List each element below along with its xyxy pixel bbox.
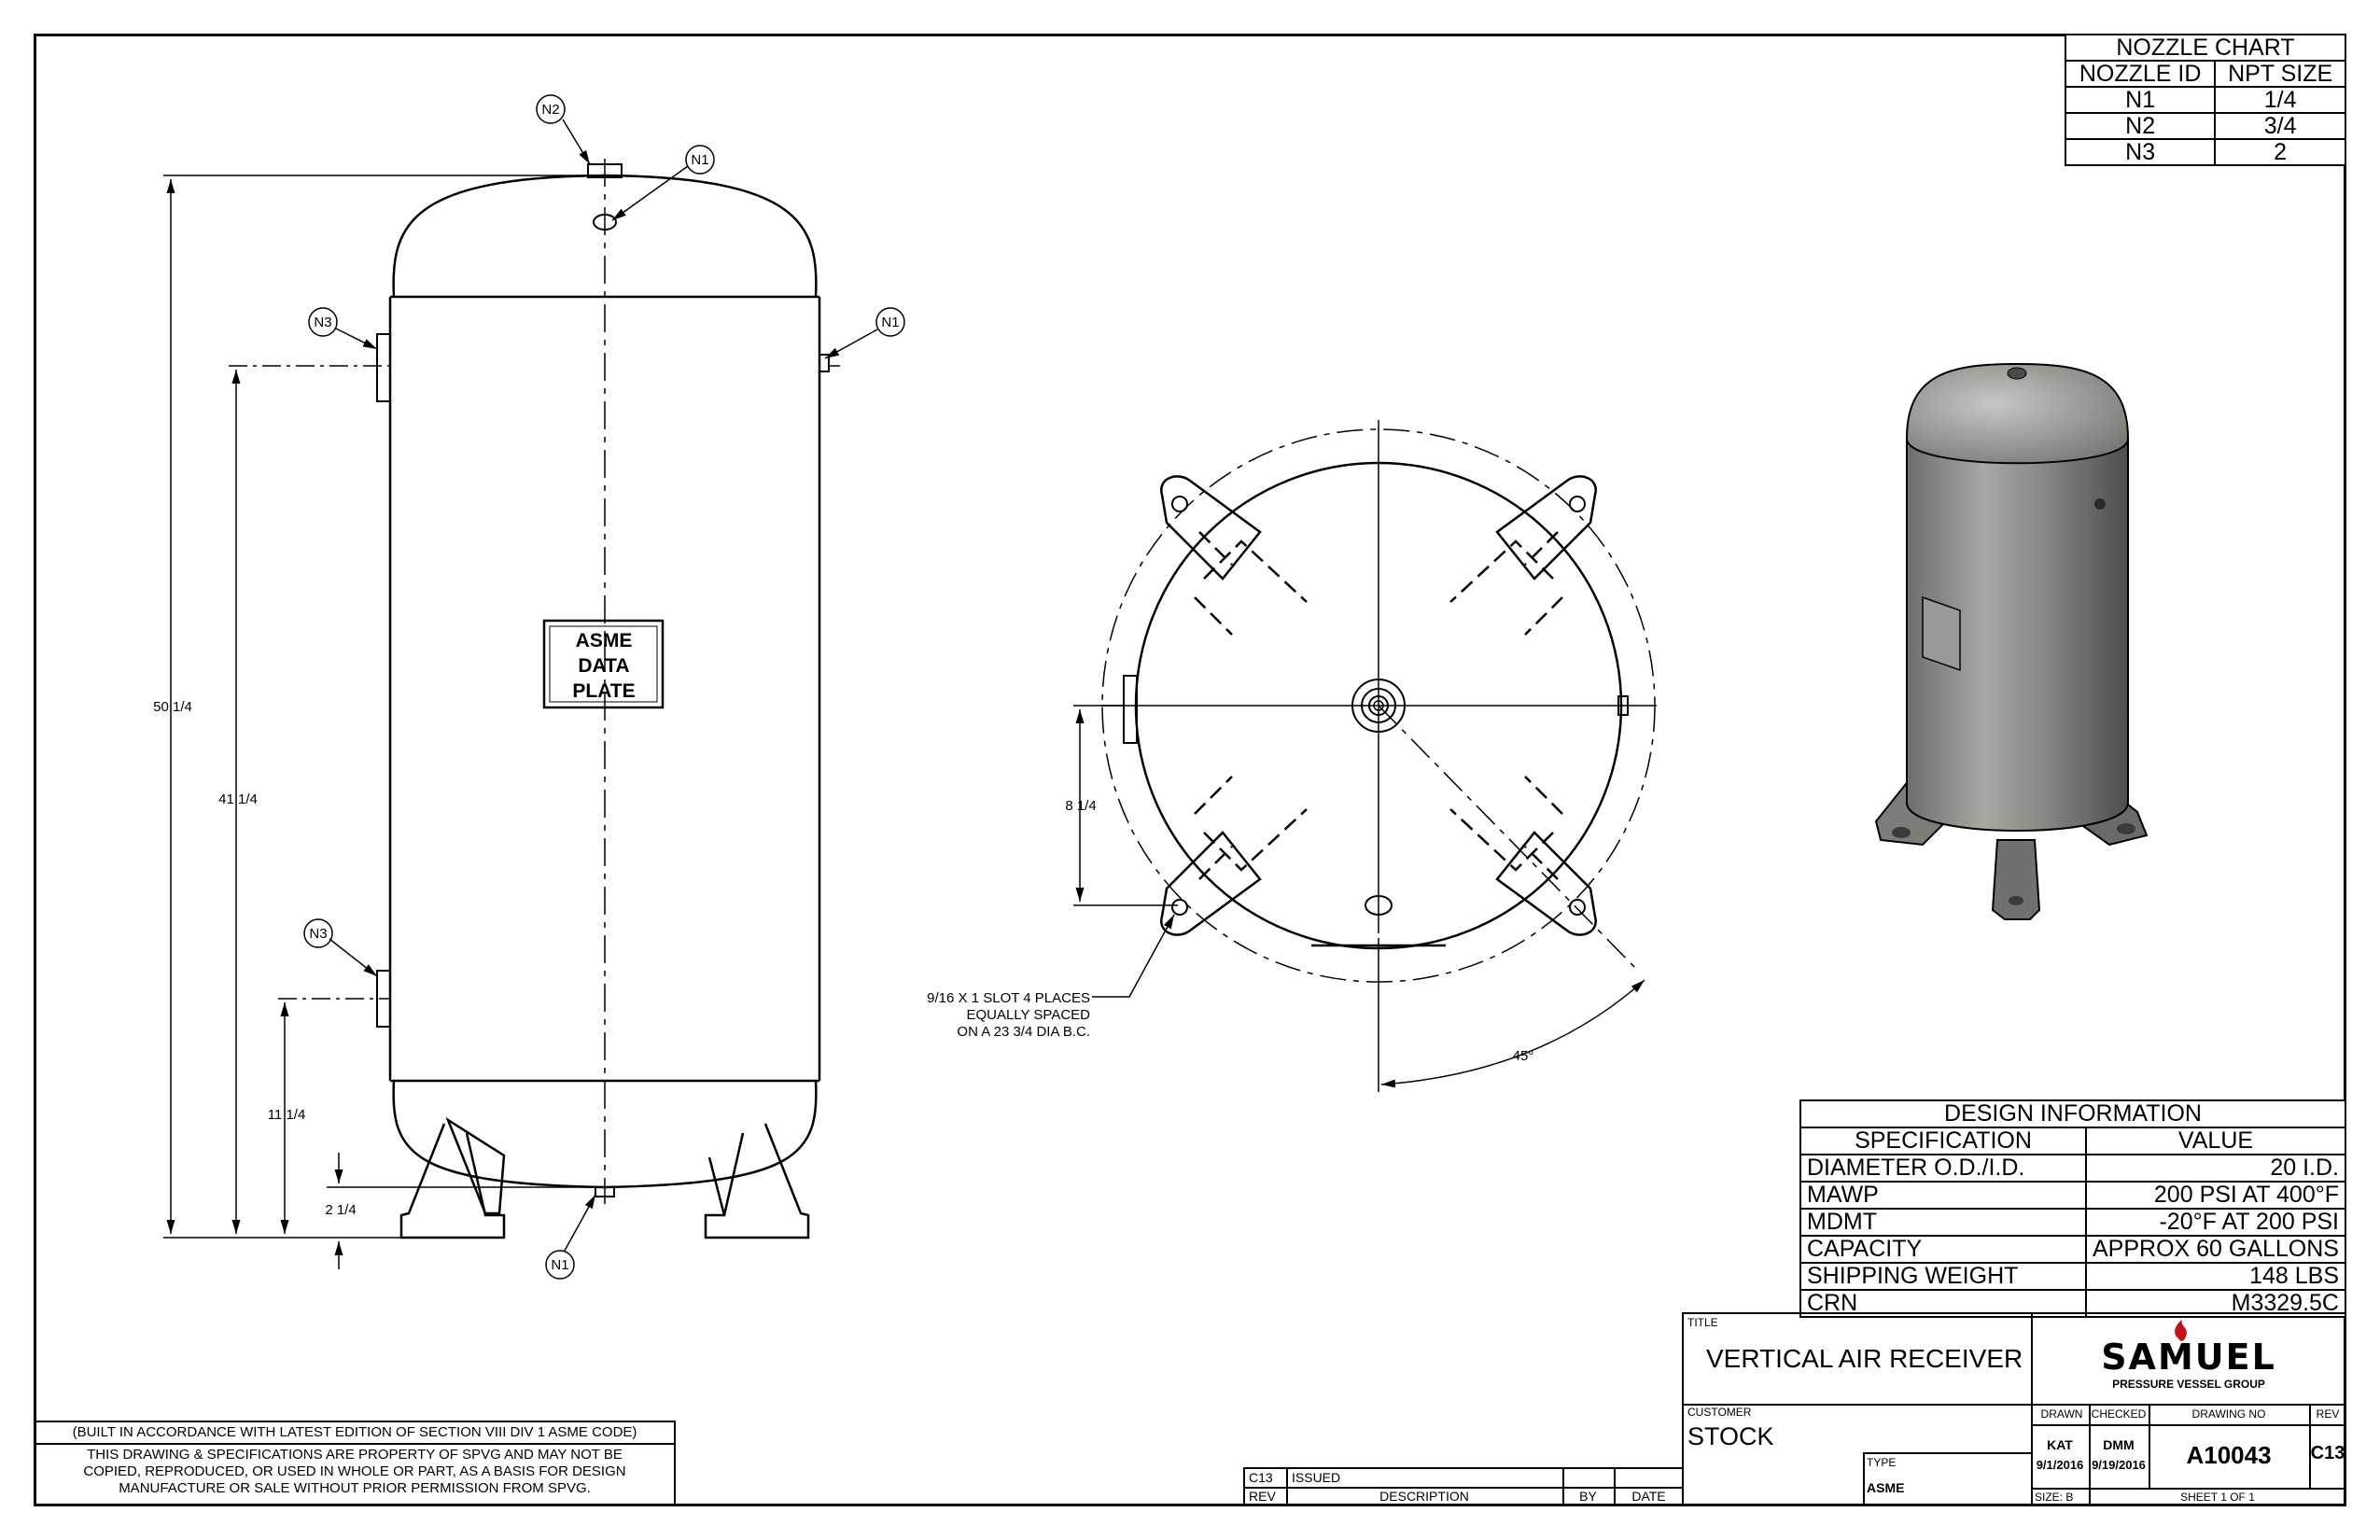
svg-text:ASME: ASME bbox=[576, 630, 633, 651]
nozzle-chart-header-id: NOZZLE ID bbox=[2064, 60, 2217, 88]
revision-header-description: DESCRIPTION bbox=[1379, 1489, 1469, 1504]
callout-n1-bottom: N1 bbox=[551, 1257, 568, 1273]
dim-overall: 50 1/4 bbox=[153, 699, 192, 715]
checked-by: DMM bbox=[2103, 1437, 2135, 1452]
property-note-line-3: MANUFACTURE OR SALE WITHOUT PRIOR PERMIS… bbox=[119, 1480, 591, 1496]
slot-note-line-2: EQUALLY SPACED bbox=[966, 1007, 1090, 1023]
revision-description: ISSUED bbox=[1292, 1470, 1341, 1485]
title-block: TITLE VERTICAL AIR RECEIVER CUSTOMER STO… bbox=[1682, 1312, 2346, 1506]
slot-note-line-3: ON A 23 3/4 DIA B.C. bbox=[957, 1024, 1090, 1040]
revision-header-by: BY bbox=[1579, 1489, 1597, 1504]
dim-upper-nozzle: 41 1/4 bbox=[218, 791, 258, 807]
revision-rev: C13 bbox=[1249, 1470, 1273, 1485]
nozzle-chart: NOZZLE CHART NOZZLE ID NPT SIZE N1 1/4 N… bbox=[2064, 34, 2346, 166]
drawing-no-label: DRAWING NO bbox=[2191, 1407, 2266, 1421]
plan-view bbox=[1073, 420, 1657, 1092]
elevation-callout-labels: N2 N1 N3 N1 N3 N1 bbox=[309, 102, 899, 1273]
table-row: MDMT-20°F AT 200 PSI bbox=[1799, 1208, 2347, 1237]
checked-label: CHECKED bbox=[2091, 1407, 2147, 1421]
drawing-title: VERTICAL AIR RECEIVER bbox=[1706, 1344, 2023, 1373]
dim-leg-clearance: 2 1/4 bbox=[325, 1202, 356, 1218]
nozzle-id-cell: N1 bbox=[2064, 86, 2217, 114]
isometric-render bbox=[1874, 362, 2149, 920]
rev-label: REV bbox=[2316, 1407, 2340, 1421]
table-row: N1 1/4 bbox=[2064, 86, 2346, 114]
rev-value: C13 bbox=[2310, 1443, 2345, 1463]
design-info-header-value: VALUE bbox=[2084, 1127, 2347, 1155]
value-cell: M3329.5C bbox=[2084, 1289, 2347, 1318]
nozzle-size-cell: 1/4 bbox=[2214, 86, 2346, 114]
customer-label: CUSTOMER bbox=[1687, 1406, 1752, 1419]
callout-n1-side: N1 bbox=[881, 315, 899, 330]
logo-subtitle: PRESSURE VESSEL GROUP bbox=[2112, 1378, 2265, 1391]
dim-angle: 45° bbox=[1513, 1048, 1534, 1064]
spec-cell: DIAMETER O.D./I.D. bbox=[1799, 1154, 2087, 1183]
table-row: N3 2 bbox=[2064, 138, 2346, 166]
design-info-header-spec: SPECIFICATION bbox=[1799, 1127, 2087, 1155]
nozzle-id-cell: N2 bbox=[2064, 112, 2217, 140]
nozzle-size-cell: 2 bbox=[2214, 138, 2346, 166]
svg-text:PLATE: PLATE bbox=[572, 680, 635, 702]
callout-n2: N2 bbox=[541, 102, 559, 118]
spec-cell: CAPACITY bbox=[1799, 1235, 2087, 1264]
asme-code-note: (BUILT IN ACCORDANCE WITH LATEST EDITION… bbox=[35, 1422, 674, 1445]
drawing-number: A10043 bbox=[2186, 1441, 2272, 1469]
title-label: TITLE bbox=[1687, 1316, 1718, 1329]
callout-n3-upper: N3 bbox=[314, 315, 331, 330]
table-row: DIAMETER O.D./I.D.20 I.D. bbox=[1799, 1154, 2347, 1183]
drawn-by: KAT bbox=[2047, 1437, 2073, 1452]
slot-note-line-1: 9/16 X 1 SLOT 4 PLACES bbox=[927, 990, 1090, 1006]
dim-nozzle-offset: 8 1/4 bbox=[1065, 798, 1096, 814]
nozzle-chart-header-size: NPT SIZE bbox=[2214, 60, 2346, 88]
notes-box: (BUILT IN ACCORDANCE WITH LATEST EDITION… bbox=[34, 1421, 676, 1506]
type-label: TYPE bbox=[1867, 1456, 1897, 1469]
type-value: ASME bbox=[1867, 1480, 1905, 1495]
revision-block: C13 ISSUED REV DESCRIPTION BY DATE bbox=[1243, 1467, 1684, 1506]
value-cell: -20°F AT 200 PSI bbox=[2084, 1208, 2347, 1237]
value-cell: 20 I.D. bbox=[2084, 1154, 2347, 1183]
sheet-size: SIZE: B bbox=[2035, 1491, 2074, 1504]
nozzle-id-cell: N3 bbox=[2064, 138, 2217, 166]
table-row: N2 3/4 bbox=[2064, 112, 2346, 140]
flame-icon bbox=[2175, 1320, 2187, 1341]
drawn-label: DRAWN bbox=[2040, 1407, 2083, 1421]
dim-lower-nozzle: 11 1/4 bbox=[268, 1107, 306, 1123]
callout-n1-top: N1 bbox=[691, 152, 708, 168]
revision-header-rev: REV bbox=[1249, 1489, 1276, 1504]
property-note-line-1: THIS DRAWING & SPECIFICATIONS ARE PROPER… bbox=[87, 1447, 623, 1463]
design-info-title: DESIGN INFORMATION bbox=[1799, 1099, 2346, 1128]
spec-cell: SHIPPING WEIGHT bbox=[1799, 1262, 2087, 1291]
elevation-view bbox=[163, 94, 905, 1280]
sheet-number: SHEET 1 OF 1 bbox=[2180, 1491, 2255, 1504]
asme-data-plate: ASME DATA PLATE bbox=[572, 630, 635, 702]
callout-n3-lower: N3 bbox=[309, 926, 327, 942]
checked-date: 9/19/2016 bbox=[2092, 1458, 2146, 1472]
spec-cell: MAWP bbox=[1799, 1181, 2087, 1210]
nozzle-size-cell: 3/4 bbox=[2214, 112, 2346, 140]
spec-cell: MDMT bbox=[1799, 1208, 2087, 1237]
company-logo: SAMUEL PRESSURE VESSEL GROUP bbox=[2031, 1314, 2346, 1404]
svg-text:DATA: DATA bbox=[578, 655, 629, 677]
revision-header-date: DATE bbox=[1631, 1489, 1666, 1504]
value-cell: 200 PSI AT 400°F bbox=[2084, 1181, 2347, 1210]
property-note-line-2: COPIED, REPRODUCED, OR USED IN WHOLE OR … bbox=[83, 1463, 626, 1479]
customer-value: STOCK bbox=[1687, 1422, 1774, 1450]
nozzle-chart-title: NOZZLE CHART bbox=[2065, 34, 2346, 62]
drawn-date: 9/1/2016 bbox=[2036, 1458, 2084, 1472]
value-cell: 148 LBS bbox=[2084, 1262, 2347, 1291]
logo-wordmark: SAMUEL bbox=[2101, 1337, 2276, 1378]
plan-annotations: 8 1/4 45° 9/16 X 1 SLOT 4 PLACES EQUALLY… bbox=[927, 798, 1533, 1064]
design-information-table: DESIGN INFORMATION SPECIFICATION VALUE D… bbox=[1799, 1099, 2347, 1318]
drawing-border bbox=[34, 34, 2346, 1506]
elevation-dimensions: 50 1/4 41 1/4 11 1/4 2 1/4 bbox=[153, 699, 357, 1218]
value-cell: APPROX 60 GALLONS bbox=[2084, 1235, 2347, 1264]
